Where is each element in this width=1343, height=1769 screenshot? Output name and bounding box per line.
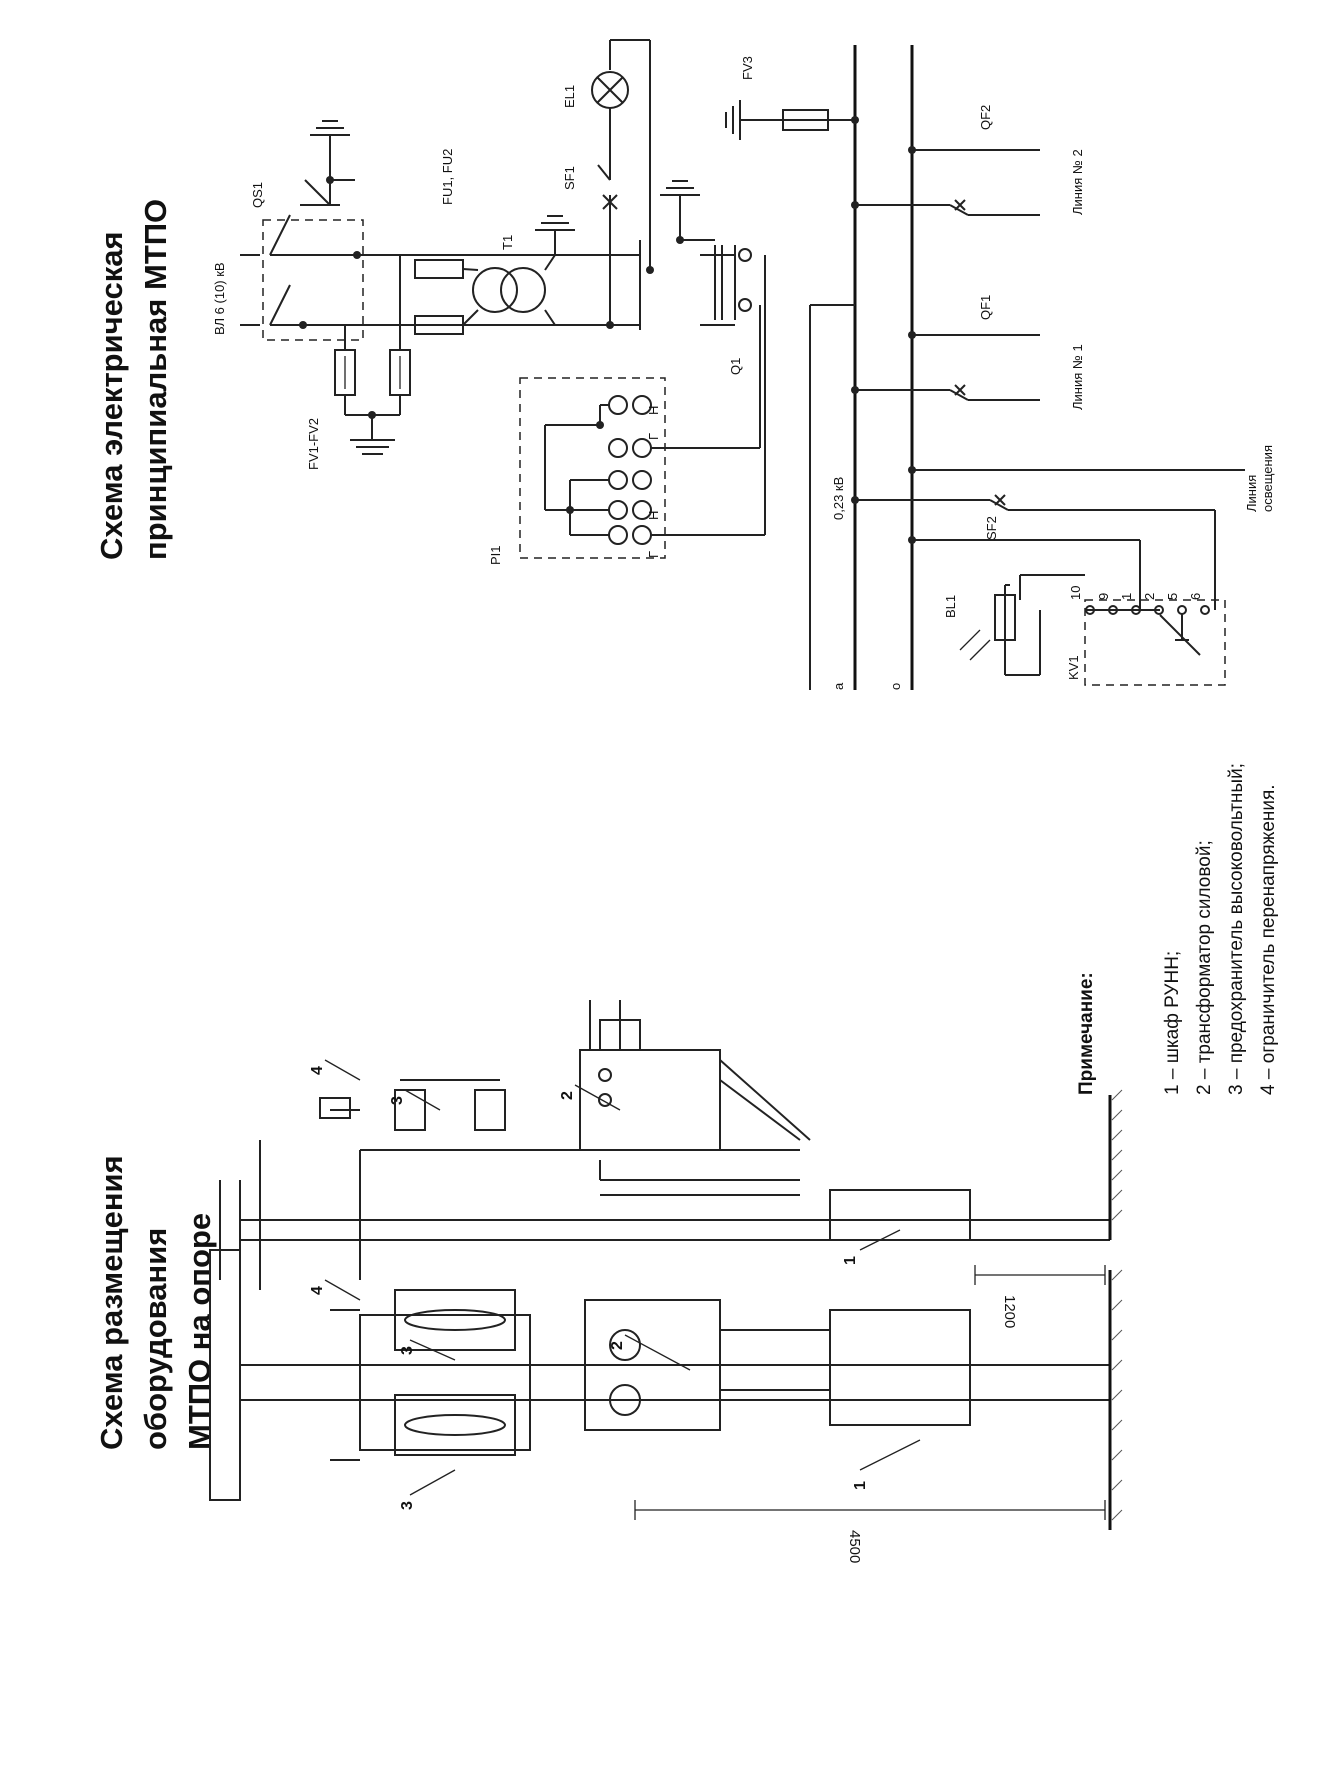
sf2-label: SF2 — [984, 516, 999, 540]
fv3-arrester: FV3 — [725, 56, 859, 140]
t1-label: T1 — [500, 235, 515, 250]
vl-label: ВЛ 6 (10) кВ — [212, 262, 227, 335]
bl1-label: BL1 — [943, 595, 958, 618]
dim-cabinet: 1200 — [1001, 1295, 1018, 1328]
kv1-label: KV1 — [1066, 655, 1081, 680]
qf1-label: QF1 — [978, 295, 993, 320]
left-title-line2: оборудования — [138, 1228, 173, 1450]
lighting-sf2: SF2 Линия освещения — [851, 445, 1275, 610]
front-view-pole — [209, 1249, 1112, 1530]
qs1-disconnector: QS1 — [250, 120, 640, 341]
fu-label: FU1, FU2 — [440, 149, 455, 205]
right-title-line2: принципиальная МТПО — [138, 199, 173, 560]
kv-pin-9: 9 — [1096, 593, 1111, 600]
fv1-fv2-arresters: FV1-FV2 — [306, 255, 411, 470]
kv-pin-1: 1 — [1119, 593, 1134, 600]
pi1-meter: Г Н Н Г PI1 — [488, 255, 766, 565]
meter-n-1: Н — [646, 406, 661, 415]
kv-pin-2: 2 — [1142, 593, 1157, 600]
fv12-label: FV1-FV2 — [306, 418, 321, 470]
bus-o-label: о — [888, 683, 903, 690]
light-line-2: освещения — [1260, 445, 1275, 512]
callouts: 1 1 2 2 3 3 3 4 4 — [309, 1059, 921, 1510]
qf-feeders: QF2 QF1 Линия № 2 Линия № 1 — [851, 105, 1085, 410]
callout-2b: 2 — [559, 1091, 576, 1100]
sf1-label: SF1 — [562, 166, 577, 190]
kv-pin-10: 10 — [1068, 586, 1083, 600]
pi1-label: PI1 — [488, 545, 503, 565]
meter-n-2: Н — [646, 511, 661, 520]
left-title-line3: МТПО на опоре — [182, 1213, 217, 1450]
callout-3c: 3 — [389, 1096, 406, 1105]
q1-switch: Q1 — [639, 180, 752, 375]
dim-total: 4500 — [846, 1530, 863, 1563]
callout-3b: 3 — [399, 1501, 416, 1510]
vl-input: ВЛ 6 (10) кВ — [212, 254, 260, 335]
notes-heading: Примечание: — [1076, 972, 1097, 1095]
electrical-title: Схема электрическая принципиальная МТПО — [94, 199, 173, 560]
side-view-pole — [219, 1000, 1112, 1290]
ground-hatching — [1111, 1089, 1123, 1521]
right-title-line1: Схема электрическая — [94, 231, 129, 560]
note-item-2: 2 – трансформатор силовой; — [1194, 840, 1215, 1095]
bus-a-label: а — [831, 682, 846, 690]
line2-label: Линия № 2 — [1070, 149, 1085, 215]
note-item-4: 4 – ограничитель перенапряжения. — [1258, 784, 1279, 1095]
callout-1b: 1 — [842, 1256, 859, 1265]
voltage-label: 0,23 кВ — [831, 477, 846, 520]
note-item-3: 3 – предохранитель высоковольтный; — [1226, 763, 1247, 1095]
meter-g-1: Г — [646, 433, 661, 440]
line1-label: Линия № 1 — [1070, 344, 1085, 410]
layout-title: Схема размещения оборудования МТПО на оп… — [94, 1155, 217, 1450]
callout-4b: 4 — [309, 1066, 326, 1075]
notes-block: Примечание: 1 – шкаф РУНН; 2 – трансформ… — [1076, 763, 1279, 1095]
meter-g-2: Г — [646, 551, 661, 558]
callout-2a: 2 — [609, 1341, 626, 1350]
callout-1a: 1 — [852, 1481, 869, 1490]
buses: а о 0,23 кВ — [809, 45, 914, 690]
fu-fuses: FU1, FU2 — [414, 149, 464, 335]
kv-pin-5: 5 — [1165, 593, 1180, 600]
note-item-1: 1 – шкаф РУНН; — [1162, 951, 1183, 1095]
callout-4a: 4 — [309, 1286, 326, 1295]
callout-3a: 3 — [399, 1346, 416, 1355]
qs1-label: QS1 — [250, 182, 265, 208]
kv-pin-6: 6 — [1188, 593, 1203, 600]
left-title-line1: Схема размещения — [94, 1155, 129, 1450]
light-line-1: Линия — [1244, 475, 1259, 512]
t1-transformer: T1 — [462, 215, 575, 326]
fv3-label: FV3 — [740, 56, 755, 80]
kv1-relay: BL1 KV1 10 9 1 2 5 6 — [943, 574, 1226, 686]
el1-lamp-sf1: EL1 SF1 — [562, 39, 654, 329]
dimensions: 4500 1200 — [634, 1265, 1106, 1563]
q1-label: Q1 — [728, 358, 743, 375]
el1-label: EL1 — [562, 85, 577, 108]
qf2-label: QF2 — [978, 105, 993, 130]
